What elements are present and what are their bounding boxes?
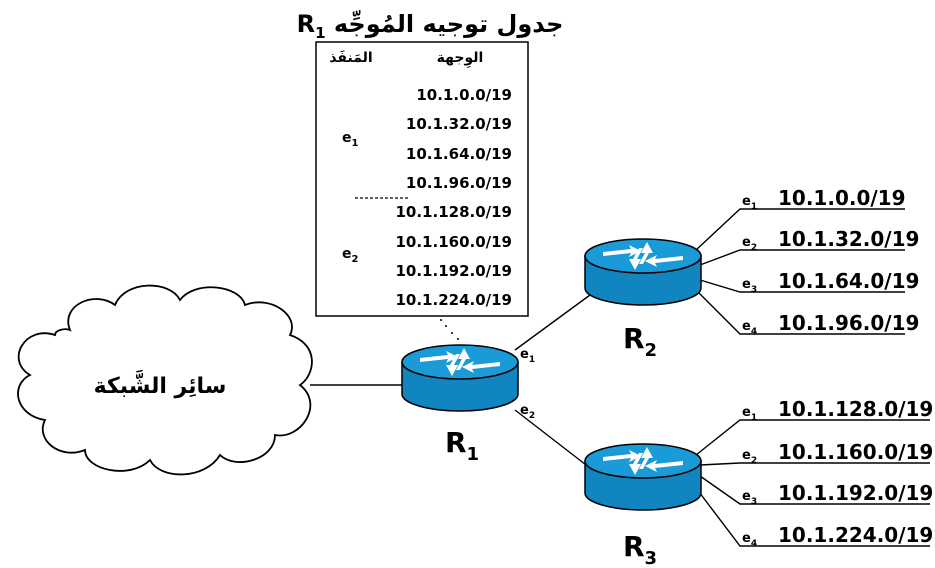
table-title-text: جدول توجيه المُوجِّه (334, 9, 564, 38)
r2-subnet-label: 10.1.64.0/19 (778, 269, 919, 293)
r3-subnet-label: 10.1.192.0/19 (778, 481, 933, 505)
table-rows: 10.1.0.0/19 10.1.32.0/19 10.1.64.0/19 10… (395, 86, 512, 309)
r2-port-label: e2 (742, 235, 757, 253)
table-port-e1: e1 (342, 130, 359, 149)
cloud-label: سائِر الشَّبكة (94, 369, 227, 399)
r3-subnet-label: 10.1.160.0/19 (778, 440, 933, 464)
table-row-dest: 10.1.192.0/19 (395, 262, 512, 280)
table-header-port: المَنفَذ (329, 50, 372, 66)
link-r1-r2 (514, 294, 591, 351)
link-r3-e4 (695, 487, 930, 547)
r2-subnet-label: 10.1.96.0/19 (778, 311, 919, 335)
table-row-dest: 10.1.160.0/19 (395, 233, 512, 251)
table-row-dest: 10.1.96.0/19 (406, 174, 512, 192)
router-r1[interactable]: R1 e1 e2 (401, 344, 535, 465)
link-r2-e1 (695, 208, 905, 251)
r1-port-e1: e1 (520, 347, 535, 365)
link-r2-e4 (695, 289, 905, 335)
r2-port-label: e3 (742, 277, 757, 295)
r3-link-labels: e1 10.1.128.0/19 e2 10.1.160.0/19 e3 10.… (742, 397, 933, 549)
link-r2-e3 (699, 279, 905, 293)
r3-subnet-label: 10.1.128.0/19 (778, 397, 933, 421)
router-r3-label: R3 (623, 530, 657, 568)
cloud-shape (17, 284, 313, 476)
table-title-router: R (297, 10, 315, 38)
r3-port-label: e2 (742, 448, 757, 466)
r3-port-label: e1 (742, 405, 757, 423)
r1-port-e2: e2 (520, 403, 535, 421)
link-r1-r3 (514, 409, 591, 469)
router-r2[interactable]: R2 (584, 238, 702, 361)
routing-table: R1 جدول توجيه المُوجِّه المَنفَذ الوِجهة… (297, 9, 564, 317)
table-title-router-sub: 1 (315, 24, 325, 42)
router-r2-label: R2 (623, 322, 657, 361)
table-title: R1 جدول توجيه المُوجِّه (297, 9, 564, 42)
table-row-dest: 10.1.32.0/19 (406, 115, 512, 133)
link-r3-e3 (699, 475, 930, 505)
link-r3-e1 (695, 419, 930, 456)
table-header-destination: الوِجهة (437, 50, 484, 68)
r2-link-labels: e1 10.1.0.0/19 e2 10.1.32.0/19 e3 10.1.6… (742, 186, 919, 337)
link-r3-e2 (699, 462, 930, 466)
table-port-e2: e2 (342, 246, 359, 265)
table-connector (440, 319, 459, 340)
link-r2-e2 (699, 249, 905, 266)
table-row-dest: 10.1.64.0/19 (406, 145, 512, 163)
r3-port-label: e4 (742, 531, 757, 549)
table-row-dest: 10.1.224.0/19 (395, 291, 512, 309)
table-row-dest: 10.1.0.0/19 (416, 86, 512, 104)
r3-subnet-label: 10.1.224.0/19 (778, 523, 933, 547)
table-frame (315, 41, 529, 317)
cloud: سائِر الشَّبكة (17, 284, 313, 476)
r2-subnet-label: 10.1.32.0/19 (778, 227, 919, 251)
links (310, 208, 930, 547)
table-row-dest: 10.1.128.0/19 (395, 203, 512, 221)
r3-port-label: e3 (742, 489, 757, 507)
r2-subnet-label: 10.1.0.0/19 (778, 186, 906, 210)
router-r3[interactable]: R3 (584, 443, 702, 568)
r2-port-label: e1 (742, 194, 757, 212)
r2-port-label: e4 (742, 319, 757, 337)
router-r1-label: R1 (445, 426, 479, 465)
